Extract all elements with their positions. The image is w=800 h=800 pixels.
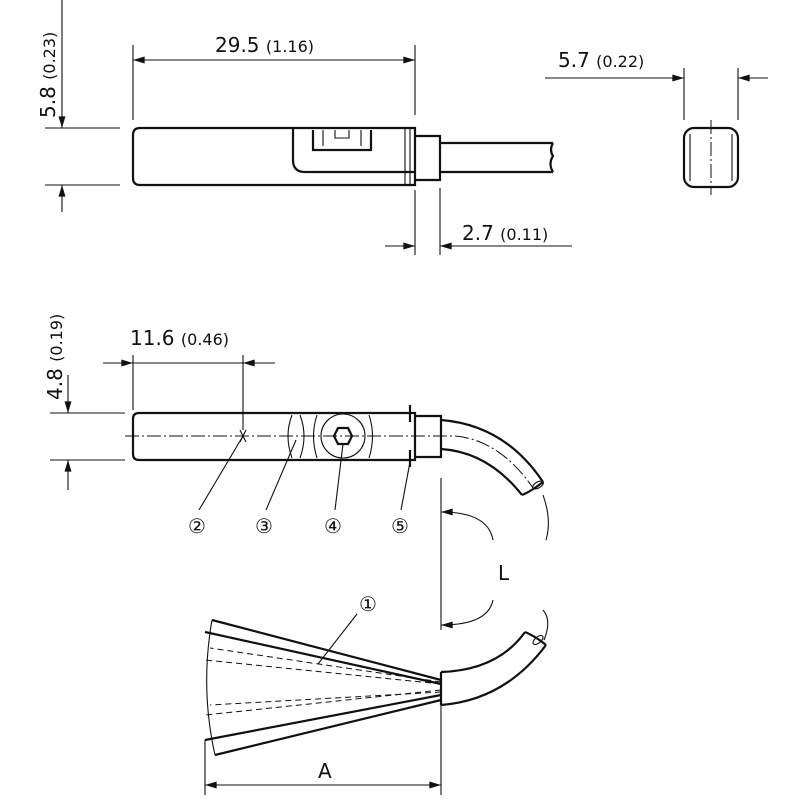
wire-end-view: [204, 618, 547, 757]
callout-2: ②: [188, 514, 206, 538]
dimension-top-height: 5.8 (0.23): [36, 0, 120, 212]
dimension-top-length: 29.5 (1.16): [132, 33, 416, 120]
svg-text:4.8 (0.19): 4.8 (0.19): [43, 314, 67, 400]
callout-leaders: [198, 435, 411, 665]
end-view: [682, 120, 740, 195]
dimension-sensing-point: 11.6 (0.46): [103, 326, 275, 430]
svg-text:5.8 (0.23): 5.8 (0.23): [36, 32, 60, 118]
svg-text:5.7 (0.22): 5.7 (0.22): [558, 48, 644, 72]
dimension-side-height: 4.8 (0.19): [43, 314, 125, 490]
svg-text:L: L: [498, 561, 510, 585]
svg-text:29.5 (1.16): 29.5 (1.16): [215, 33, 314, 57]
dimension-cable-length: L: [440, 478, 549, 641]
dimension-collar-length: 2.7 (0.11): [385, 188, 572, 255]
top-view: [131, 126, 555, 187]
dimension-end-width: 5.7 (0.22): [545, 48, 768, 120]
callout-4: ④: [324, 514, 342, 538]
svg-text:2.7 (0.11): 2.7 (0.11): [462, 221, 548, 245]
svg-text:A: A: [318, 759, 332, 783]
callout-5: ⑤: [391, 514, 409, 538]
side-view: [125, 405, 544, 497]
dimension-wire-length: A: [204, 705, 442, 795]
svg-text:11.6 (0.46): 11.6 (0.46): [130, 326, 229, 350]
callout-3: ③: [255, 514, 273, 538]
callout-1: ①: [359, 592, 377, 616]
